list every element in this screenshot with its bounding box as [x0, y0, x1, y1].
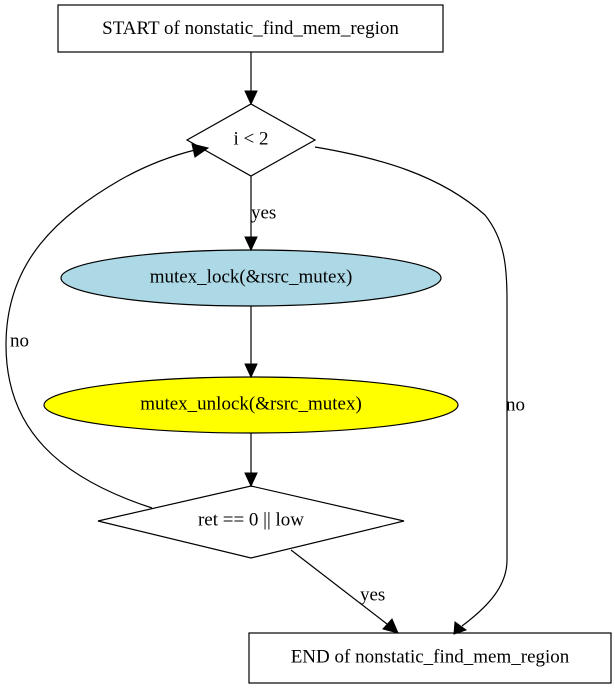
- arrowhead-icon: [244, 363, 258, 379]
- edge-unlock-to-ret: [244, 433, 258, 488]
- start-box: [57, 4, 444, 53]
- arrowhead-icon: [244, 236, 258, 252]
- arrowhead-icon: [244, 472, 258, 488]
- ret-condition-label: ret == 0 || low: [198, 510, 304, 531]
- edge-loop-no-line: [314, 146, 508, 627]
- edge-loop-yes: yes: [244, 176, 276, 252]
- edge-ret-yes-label: yes: [360, 585, 385, 606]
- edge-loop-yes-label: yes: [251, 203, 276, 224]
- edge-ret-no-label: no: [10, 331, 29, 352]
- edge-start-to-loop: [244, 52, 258, 106]
- lock-label: mutex_lock(&rsrc_mutex): [150, 267, 353, 288]
- edge-ret-no-line: [5, 149, 196, 509]
- ret-condition-diamond: [97, 485, 405, 559]
- end-box: [248, 632, 612, 684]
- edge-ret-yes-to-end: yes: [290, 549, 399, 634]
- edge-ret-yes-line: [290, 549, 388, 625]
- arrowhead-icon: [382, 618, 399, 634]
- arrowhead-icon: [453, 621, 468, 635]
- loop-condition-label: i < 2: [234, 129, 269, 150]
- node-ret-condition: ret == 0 || low: [97, 485, 405, 559]
- end-label: END of nonstatic_find_mem_region: [291, 647, 570, 668]
- edge-loop-no-label: no: [506, 395, 525, 416]
- edge-lock-to-unlock: [244, 306, 258, 379]
- edge-loop-no-to-end: no: [314, 146, 525, 635]
- start-label: START of nonstatic_find_mem_region: [102, 18, 399, 39]
- unlock-label: mutex_unlock(&rsrc_mutex): [140, 394, 362, 415]
- edge-ret-no-loop-back: no: [5, 143, 210, 509]
- node-end: END of nonstatic_find_mem_region: [248, 632, 612, 684]
- arrowhead-icon: [191, 143, 210, 158]
- node-loop-condition: i < 2: [185, 103, 317, 177]
- node-lock: mutex_lock(&rsrc_mutex): [60, 249, 442, 307]
- node-start: START of nonstatic_find_mem_region: [57, 4, 444, 53]
- node-unlock: mutex_unlock(&rsrc_mutex): [43, 376, 459, 434]
- arrowhead-icon: [244, 90, 258, 106]
